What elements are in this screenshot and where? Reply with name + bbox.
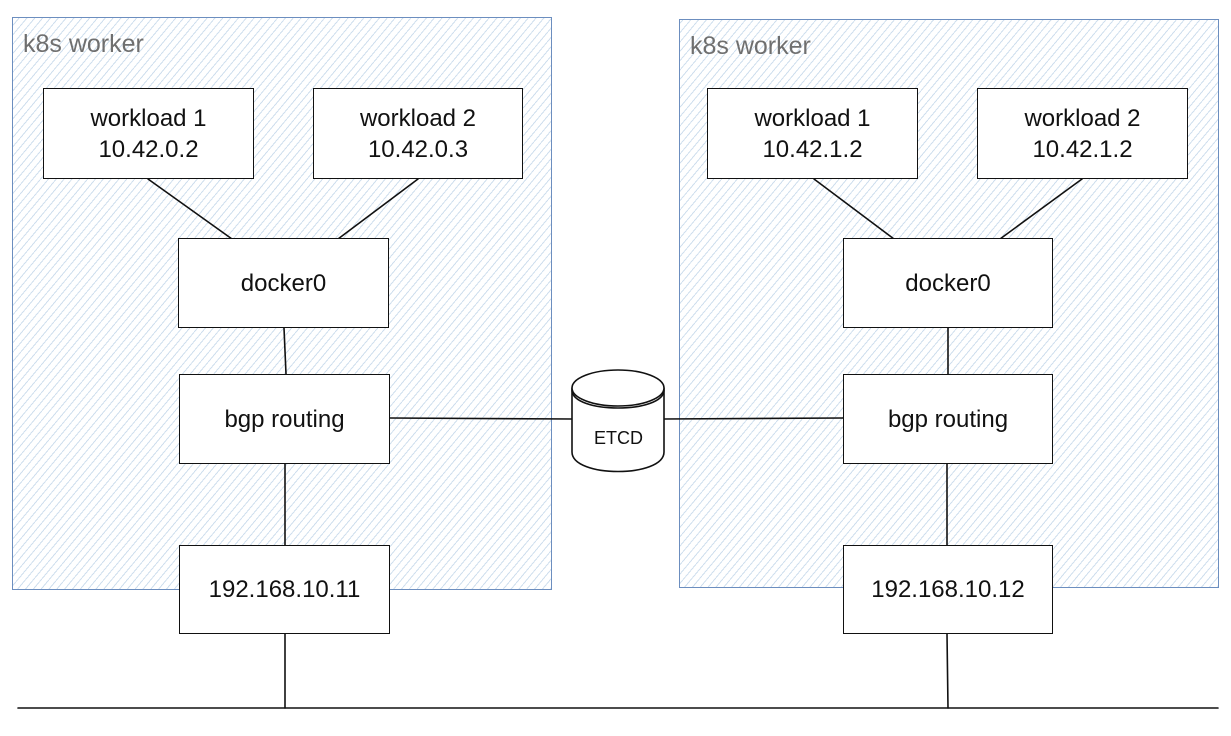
workload-ip: 10.42.1.2 xyxy=(762,135,863,163)
link-workload2-docker0-left xyxy=(337,178,419,240)
link-workload1-docker0-left xyxy=(147,178,233,240)
workload-name: workload 2 xyxy=(359,104,477,132)
host-ip-box-right: 192.168.10.12 xyxy=(843,545,1053,634)
link-docker0-bgp-left xyxy=(283,327,287,375)
host-ip-label: 192.168.10.11 xyxy=(208,576,361,603)
workload-name: workload 2 xyxy=(1024,104,1141,132)
bgp-routing-box-right: bgp routing xyxy=(843,374,1053,464)
bgp-routing-box-left: bgp routing xyxy=(179,374,390,464)
docker0-box-right: docker0 xyxy=(843,238,1053,328)
link-host-bus-right xyxy=(946,633,949,709)
routing-label: bgp routing xyxy=(887,405,1009,433)
host-ip-box-left: 192.168.10.11 xyxy=(179,545,390,634)
routing-label: bgp routing xyxy=(224,405,345,433)
docker0-box-left: docker0 xyxy=(178,238,389,328)
worker-label: k8s worker xyxy=(23,30,144,58)
worker-label: k8s worker xyxy=(690,32,811,60)
link-bgp-left-etcd xyxy=(389,417,573,420)
workload-1-box-left: workload 1 10.42.0.2 xyxy=(43,88,254,179)
workload-ip: 10.42.1.2 xyxy=(1032,135,1133,163)
link-workload1-docker0-right xyxy=(813,178,895,240)
link-workload2-docker0-right xyxy=(999,178,1083,240)
workload-name: workload 1 xyxy=(90,104,207,132)
host-ip-label: 192.168.10.12 xyxy=(871,576,1025,603)
bridge-label: docker0 xyxy=(240,269,327,297)
network-bus xyxy=(17,706,1219,710)
workload-2-box-left: workload 2 10.42.0.3 xyxy=(313,88,523,179)
link-etcd-bgp-right xyxy=(663,417,844,420)
bridge-label: docker0 xyxy=(905,269,991,297)
workload-ip: 10.42.0.3 xyxy=(367,135,469,163)
etcd-cylinder xyxy=(571,369,665,473)
workload-1-box-right: workload 1 10.42.1.2 xyxy=(707,88,918,179)
workload-2-box-right: workload 2 10.42.1.2 xyxy=(977,88,1188,179)
workload-ip: 10.42.0.2 xyxy=(98,135,199,163)
etcd-label: ETCD xyxy=(594,428,643,448)
workload-name: workload 1 xyxy=(754,104,871,132)
